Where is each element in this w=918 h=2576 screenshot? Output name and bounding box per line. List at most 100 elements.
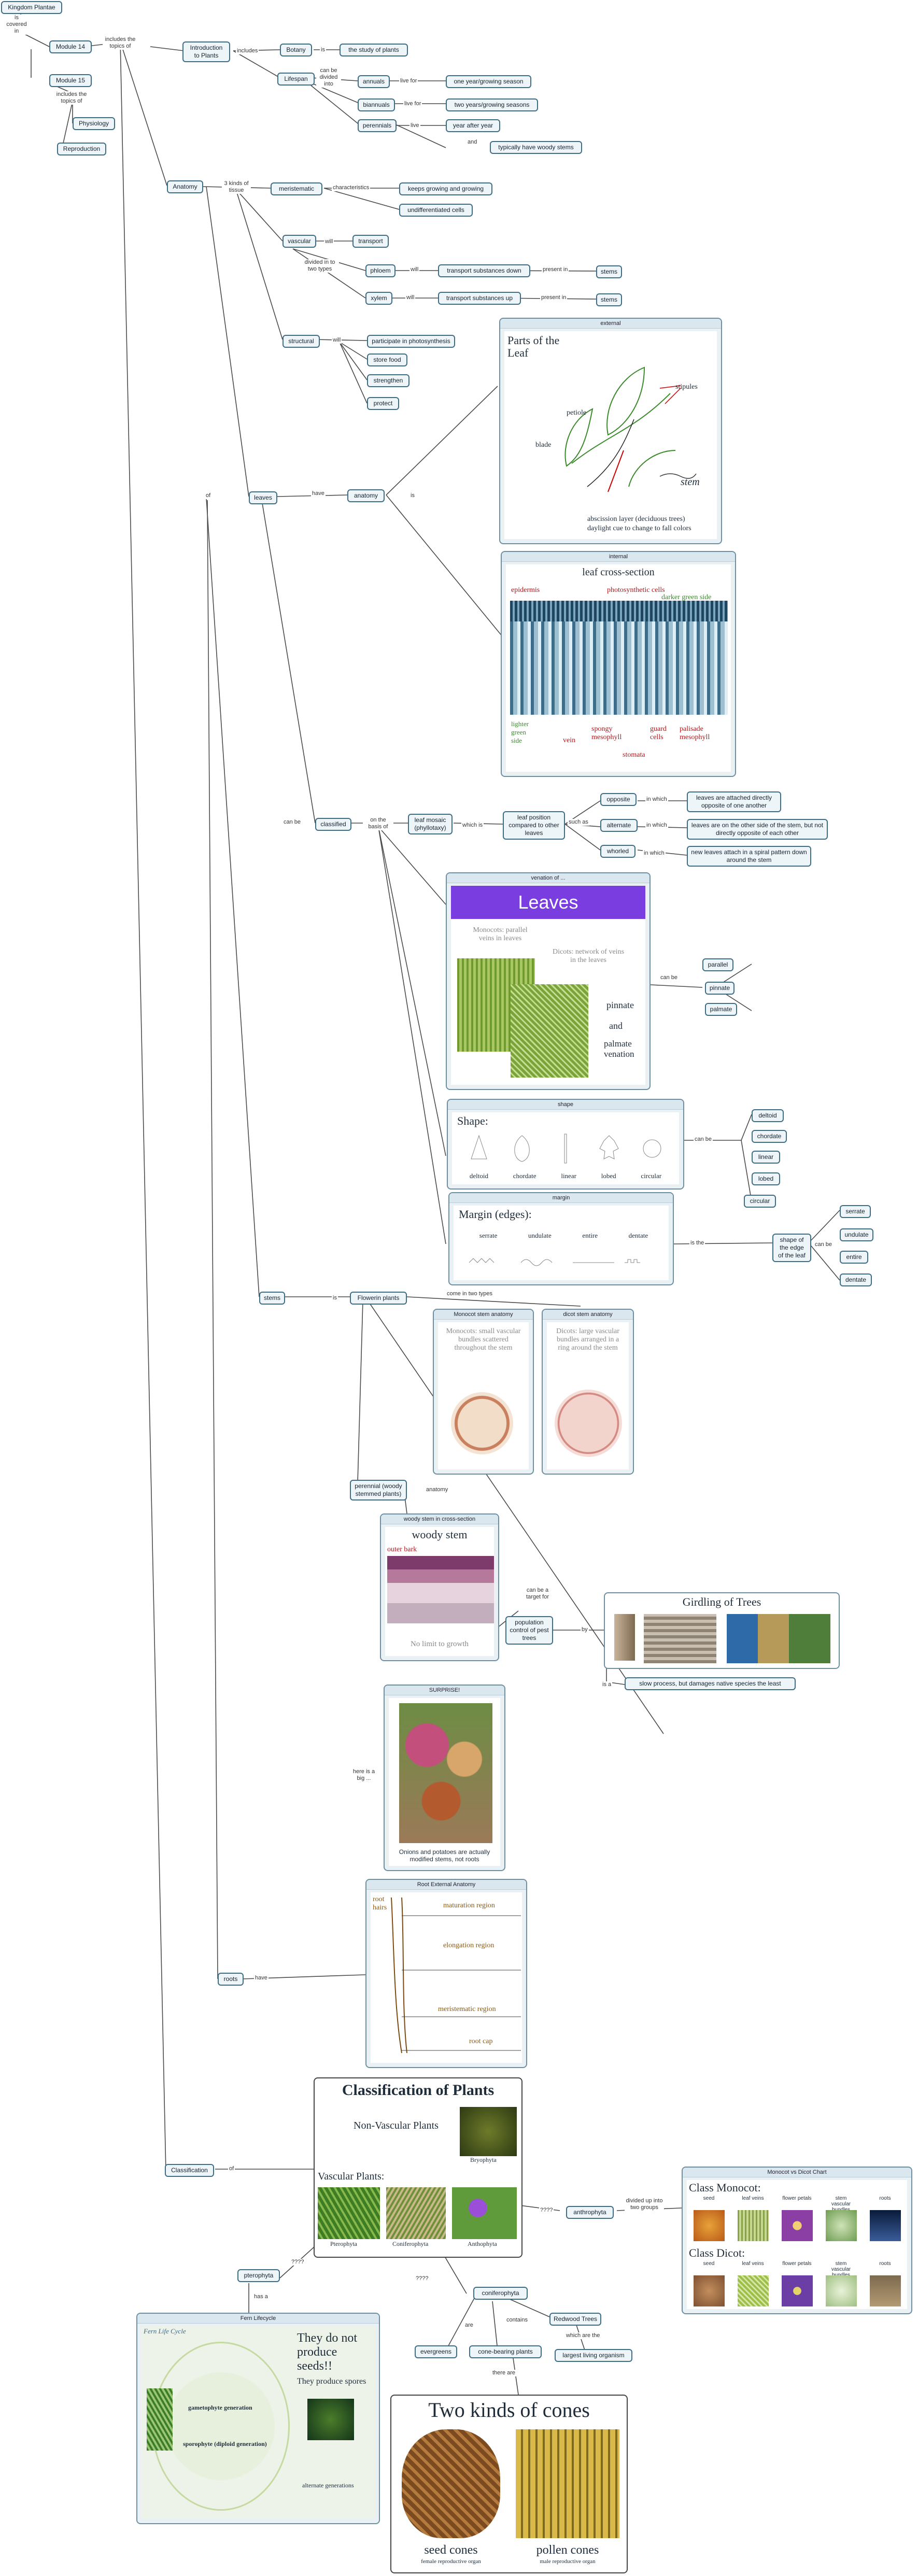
node-circular[interactable]: circular: [744, 1195, 776, 1208]
circular-leaf-icon: [643, 1139, 661, 1158]
node-entire[interactable]: entire: [840, 1251, 868, 1264]
node-shape-edge[interactable]: shape of the edge of the leaf: [772, 1234, 811, 1262]
node-leaf-position[interactable]: leaf position compared to other leaves: [503, 811, 565, 840]
panel-title: woody stem in cross-section: [381, 1515, 498, 1524]
node-perennials[interactable]: perennials: [358, 119, 397, 132]
node-transport[interactable]: transport: [352, 235, 389, 248]
node-meri-2[interactable]: undifferentiated cells: [399, 204, 473, 217]
shape-label-chordate: chordate: [513, 1172, 536, 1180]
node-stems-b[interactable]: stems: [596, 293, 622, 306]
node-vascular[interactable]: vascular: [283, 235, 316, 248]
node-opposite[interactable]: opposite: [600, 793, 637, 806]
node-module-15[interactable]: Module 15: [49, 74, 92, 87]
node-dentate[interactable]: dentate: [840, 1273, 872, 1286]
node-opposite-def[interactable]: leaves are attached directly opposite of…: [687, 791, 781, 812]
node-redwood[interactable]: Redwood Trees: [549, 2313, 601, 2326]
node-anthrophyta[interactable]: anthrophyta: [566, 2206, 614, 2219]
shape-row: [457, 1133, 674, 1180]
node-xylem-def[interactable]: transport substances up: [438, 292, 521, 305]
node-perennials-def[interactable]: year after year: [446, 119, 500, 132]
node-leaf-anatomy[interactable]: anatomy: [347, 489, 385, 502]
node-physiology[interactable]: Physiology: [73, 117, 115, 130]
node-alternate[interactable]: alternate: [600, 819, 638, 832]
pollen-cone-image: [516, 2429, 619, 2538]
link-on-the-basis: on the basis of: [363, 817, 393, 830]
node-struct-4[interactable]: protect: [367, 397, 399, 410]
node-flowerin[interactable]: Flowerin plants: [350, 1292, 407, 1305]
node-phloem-def[interactable]: transport substances down: [438, 264, 530, 277]
node-phloem[interactable]: phloem: [365, 264, 396, 277]
node-lifespan[interactable]: Lifespan: [277, 73, 315, 86]
label-root-cap: root cap: [469, 2037, 493, 2045]
label-maturation: maturation region: [443, 1902, 495, 1909]
label-pinnate: pinnate: [606, 1000, 634, 1010]
monocot-stem-text: Monocots: small vascular bundles scatter…: [446, 1327, 521, 1352]
col-seed: seed: [703, 2196, 715, 2201]
label-palisade: palisade mesophyll: [680, 725, 710, 741]
node-struct-3[interactable]: strengthen: [367, 374, 409, 387]
label-epidermis: epidermis: [511, 586, 540, 594]
node-structural[interactable]: structural: [283, 335, 320, 348]
node-annuals-def[interactable]: one year/growing season: [446, 75, 531, 88]
node-evergreens[interactable]: evergreens: [415, 2345, 457, 2358]
node-struct-2[interactable]: store food: [367, 353, 407, 366]
node-stems[interactable]: stems: [259, 1292, 285, 1305]
node-anatomy[interactable]: Anatomy: [167, 180, 203, 193]
label-root-hairs: root hairs: [373, 1895, 387, 1912]
node-serrate[interactable]: serrate: [840, 1205, 871, 1218]
node-xylem[interactable]: xylem: [365, 292, 392, 305]
node-deltoid[interactable]: deltoid: [752, 1109, 784, 1122]
panel-title: venation of ...: [447, 873, 649, 883]
node-woody-stems[interactable]: typically have woody stems: [490, 141, 582, 154]
node-classification[interactable]: Classification: [165, 2164, 214, 2177]
surprise-caption: Onions and potatoes are actually modifie…: [399, 1848, 490, 1863]
link-have: have: [311, 490, 326, 497]
node-whorled-def[interactable]: new leaves attach in a spiral pattern do…: [687, 846, 811, 867]
panel-monocot-dicot-chart: Monocot vs Dicot Chart Class Monocot: se…: [682, 2167, 912, 2314]
label-daylight: daylight cue to change to fall colors: [587, 525, 691, 532]
node-undulate[interactable]: undulate: [840, 1228, 873, 1241]
node-lobed[interactable]: lobed: [752, 1172, 780, 1185]
node-coniferophyta[interactable]: coniferophyta: [473, 2287, 528, 2300]
node-introduction[interactable]: Introduction to Plants: [182, 41, 230, 62]
node-perennial-woody[interactable]: perennial (woody stemmed plants): [350, 1480, 407, 1501]
node-palmate[interactable]: palmate: [705, 1003, 737, 1016]
dicot-stem-text: Dicots: large vascular bundles arranged …: [556, 1327, 619, 1352]
node-meristematic[interactable]: meristematic: [271, 182, 322, 195]
link-which-is: which is: [461, 822, 484, 829]
link-can-be-divided: can be divided into: [316, 67, 341, 88]
node-meri-1[interactable]: keeps growing and growing: [399, 182, 492, 195]
link-divided-groups: divided up into two groups: [625, 2198, 664, 2211]
node-whorled[interactable]: whorled: [600, 845, 635, 858]
node-botany-def[interactable]: the study of plants: [340, 44, 408, 56]
node-leaves[interactable]: leaves: [249, 491, 277, 504]
node-roots[interactable]: roots: [218, 1973, 244, 1986]
node-parallel[interactable]: parallel: [702, 958, 733, 971]
node-chordate[interactable]: chordate: [752, 1130, 787, 1143]
panel-body: leaf cross-section epidermis photosynthe…: [506, 564, 731, 772]
node-struct-1[interactable]: participate in photosynthesis: [367, 335, 455, 348]
node-slow-process[interactable]: slow process, but damages native species…: [625, 1677, 796, 1690]
node-classified[interactable]: classified: [315, 818, 351, 831]
link-can-be-2: can be: [659, 974, 679, 981]
node-pinnate[interactable]: pinnate: [705, 982, 735, 995]
node-biannuals[interactable]: biannuals: [358, 98, 395, 111]
node-kingdom-plantae[interactable]: Kingdom Plantae: [1, 1, 62, 14]
node-stems-a[interactable]: stems: [596, 265, 622, 278]
node-annuals[interactable]: annuals: [358, 75, 390, 88]
label-blade: blade: [535, 441, 552, 449]
node-alternate-def[interactable]: leaves are on the other side of the stem…: [687, 819, 828, 840]
node-leaf-mosaic[interactable]: leaf mosaic (phyllotaxy): [408, 814, 453, 834]
node-largest[interactable]: largest living organism: [555, 2349, 632, 2362]
label-lighter: lighter green side: [511, 720, 529, 744]
node-linear[interactable]: linear: [752, 1151, 780, 1164]
node-reproduction[interactable]: Reproduction: [57, 143, 106, 155]
node-botany[interactable]: Botany: [280, 44, 312, 56]
node-pterophyta[interactable]: pterophyta: [237, 2269, 280, 2282]
node-cone-bearing[interactable]: cone-bearing plants: [469, 2345, 542, 2358]
link-will-1: will: [324, 238, 334, 245]
node-module-14[interactable]: Module 14: [49, 40, 92, 53]
node-biannuals-def[interactable]: two years/growing seasons: [446, 98, 538, 111]
node-population-control[interactable]: population control of pest trees: [505, 1616, 553, 1645]
panel-fern: Fern Lifecycle Fern Life Cycle They do n…: [136, 2313, 380, 2524]
